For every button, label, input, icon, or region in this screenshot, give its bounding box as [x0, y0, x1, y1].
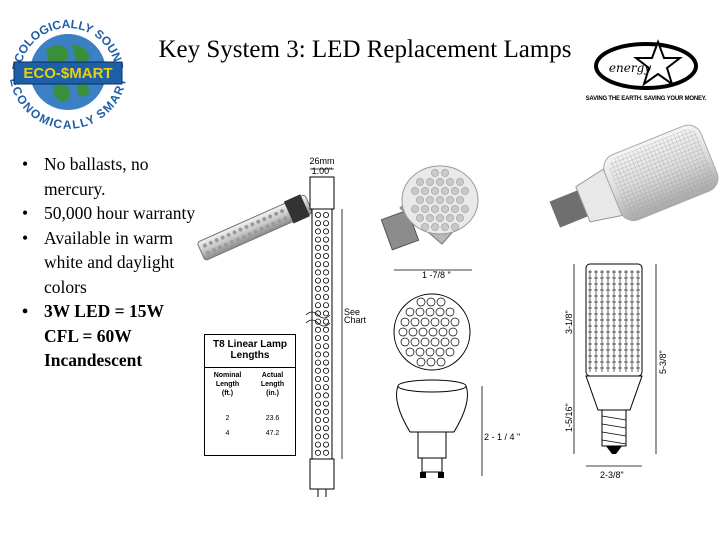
energy-star-logo: energy SAVING THE EARTH. SAVING YOUR MON…: [586, 39, 707, 102]
see-chart-2: Chart: [344, 315, 367, 325]
bullet-item: 3W LED = 15W CFL = 60W Incandescent: [18, 299, 198, 373]
table-row: 2 23.6: [205, 415, 295, 422]
col-actual-line1: Actual: [261, 372, 284, 379]
table-header: Nominal Length (ft.) Actual Length (in.): [205, 368, 295, 407]
eco-badge-text: ECO-$MART: [23, 65, 112, 82]
t8-lengths-table: T8 Linear Lamp Lengths Nominal Length (f…: [204, 334, 296, 456]
star-icon: [633, 39, 683, 87]
table-col-actual: Actual Length (in.): [250, 371, 295, 407]
table-col-nominal: Nominal Length (ft.): [205, 371, 250, 407]
spotlight-dimension-drawing: 1 -7/8 " 2 - 1 / 4 ": [393, 269, 520, 478]
corn-lamp-dimension-drawing: 3-1/8" 1-5/16" 5-3/8" 2-3/8": [564, 263, 668, 480]
corn-base-dim: 2-3/8": [600, 470, 624, 480]
bullet-item: 50,000 hour warranty: [18, 201, 198, 226]
col-nominal-line2: Length: [215, 381, 240, 388]
bullet-item: No ballasts, no mercury.: [18, 152, 198, 201]
eco-smart-logo: ECOLOGICALLY SOUND ECONOMICALLY SMART EC…: [7, 17, 129, 132]
tube-dimension-drawing: 26mm 1.00" See Chart: [305, 156, 367, 497]
table-title-line2: Lengths: [230, 350, 270, 361]
led-tube-image: [197, 194, 313, 261]
bullet-item: Available in warm white and daylight col…: [18, 226, 198, 300]
corn-total-dim: 5-3/8": [658, 350, 668, 374]
energy-caption: SAVING THE EARTH. SAVING YOUR MONEY.: [586, 96, 707, 102]
table-title: T8 Linear Lamp Lengths: [205, 335, 295, 368]
eco-badge: [13, 61, 123, 85]
corn-upper-dim: 3-1/8": [564, 310, 574, 334]
table-cell: 47.2: [265, 430, 280, 437]
table-cell: 2: [225, 415, 230, 422]
spot-width-dim: 1 -7/8 ": [422, 270, 451, 280]
energy-script: energy: [609, 61, 651, 75]
bullet-list: No ballasts, no mercury. 50,000 hour war…: [18, 152, 198, 373]
table-cell: 4: [225, 430, 230, 437]
col-nominal-line1: Nominal: [213, 372, 242, 379]
col-nominal-line3: (ft.): [221, 390, 234, 397]
tube-dim-in: 1.00": [312, 166, 333, 176]
see-chart-1: See: [344, 307, 360, 317]
col-actual-line2: Length: [260, 381, 285, 388]
col-actual-line3: (in.): [266, 390, 279, 397]
spot-height-dim: 2 - 1 / 4 ": [484, 432, 520, 442]
table-cell: 23.6: [265, 415, 280, 422]
corn-lamp-image: [549, 124, 719, 228]
tube-dim-mm: 26mm: [309, 156, 334, 166]
corn-lower-dim: 1-5/16": [564, 403, 574, 432]
table-title-line1: T8 Linear Lamp: [213, 339, 287, 350]
slide-title: Key System 3: LED Replacement Lamps: [158, 36, 572, 63]
led-spotlight-image: [380, 165, 479, 251]
table-row: 4 47.2: [205, 430, 295, 437]
